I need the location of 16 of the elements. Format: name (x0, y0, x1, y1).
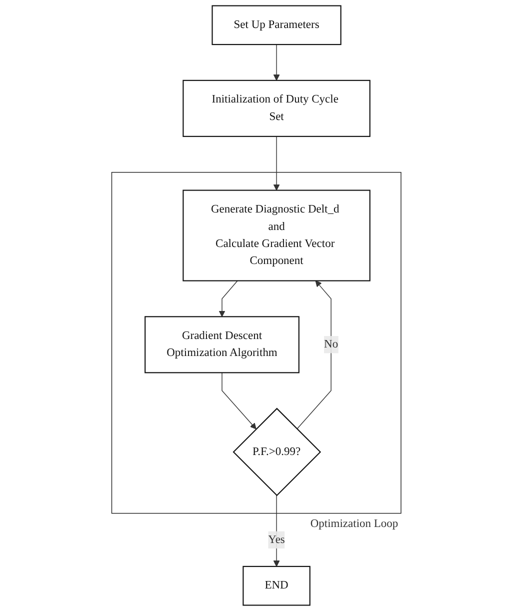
cluster (112, 172, 402, 514)
arrow (296, 280, 332, 430)
node-box: Gradient Descent Optimization Algorithm (144, 316, 300, 374)
node-box: Set Up Parameters (212, 5, 342, 46)
arrow (274, 136, 280, 191)
arrow (222, 372, 257, 430)
node-box: END (242, 566, 311, 606)
arrow (274, 495, 280, 567)
edge-label: Yes (268, 533, 286, 546)
node-label: Optimization Loop (310, 518, 398, 530)
node-box: Generate Diagnostic Delt_d and Calculate Gradient Vector Component (182, 190, 371, 282)
edge-label: No (324, 338, 338, 350)
arrow (218, 280, 238, 317)
arrow (274, 44, 280, 81)
node-box: Initialization of Duty Cycle Set (182, 80, 371, 137)
node-diamond: P.F.>0.99? (232, 408, 322, 496)
